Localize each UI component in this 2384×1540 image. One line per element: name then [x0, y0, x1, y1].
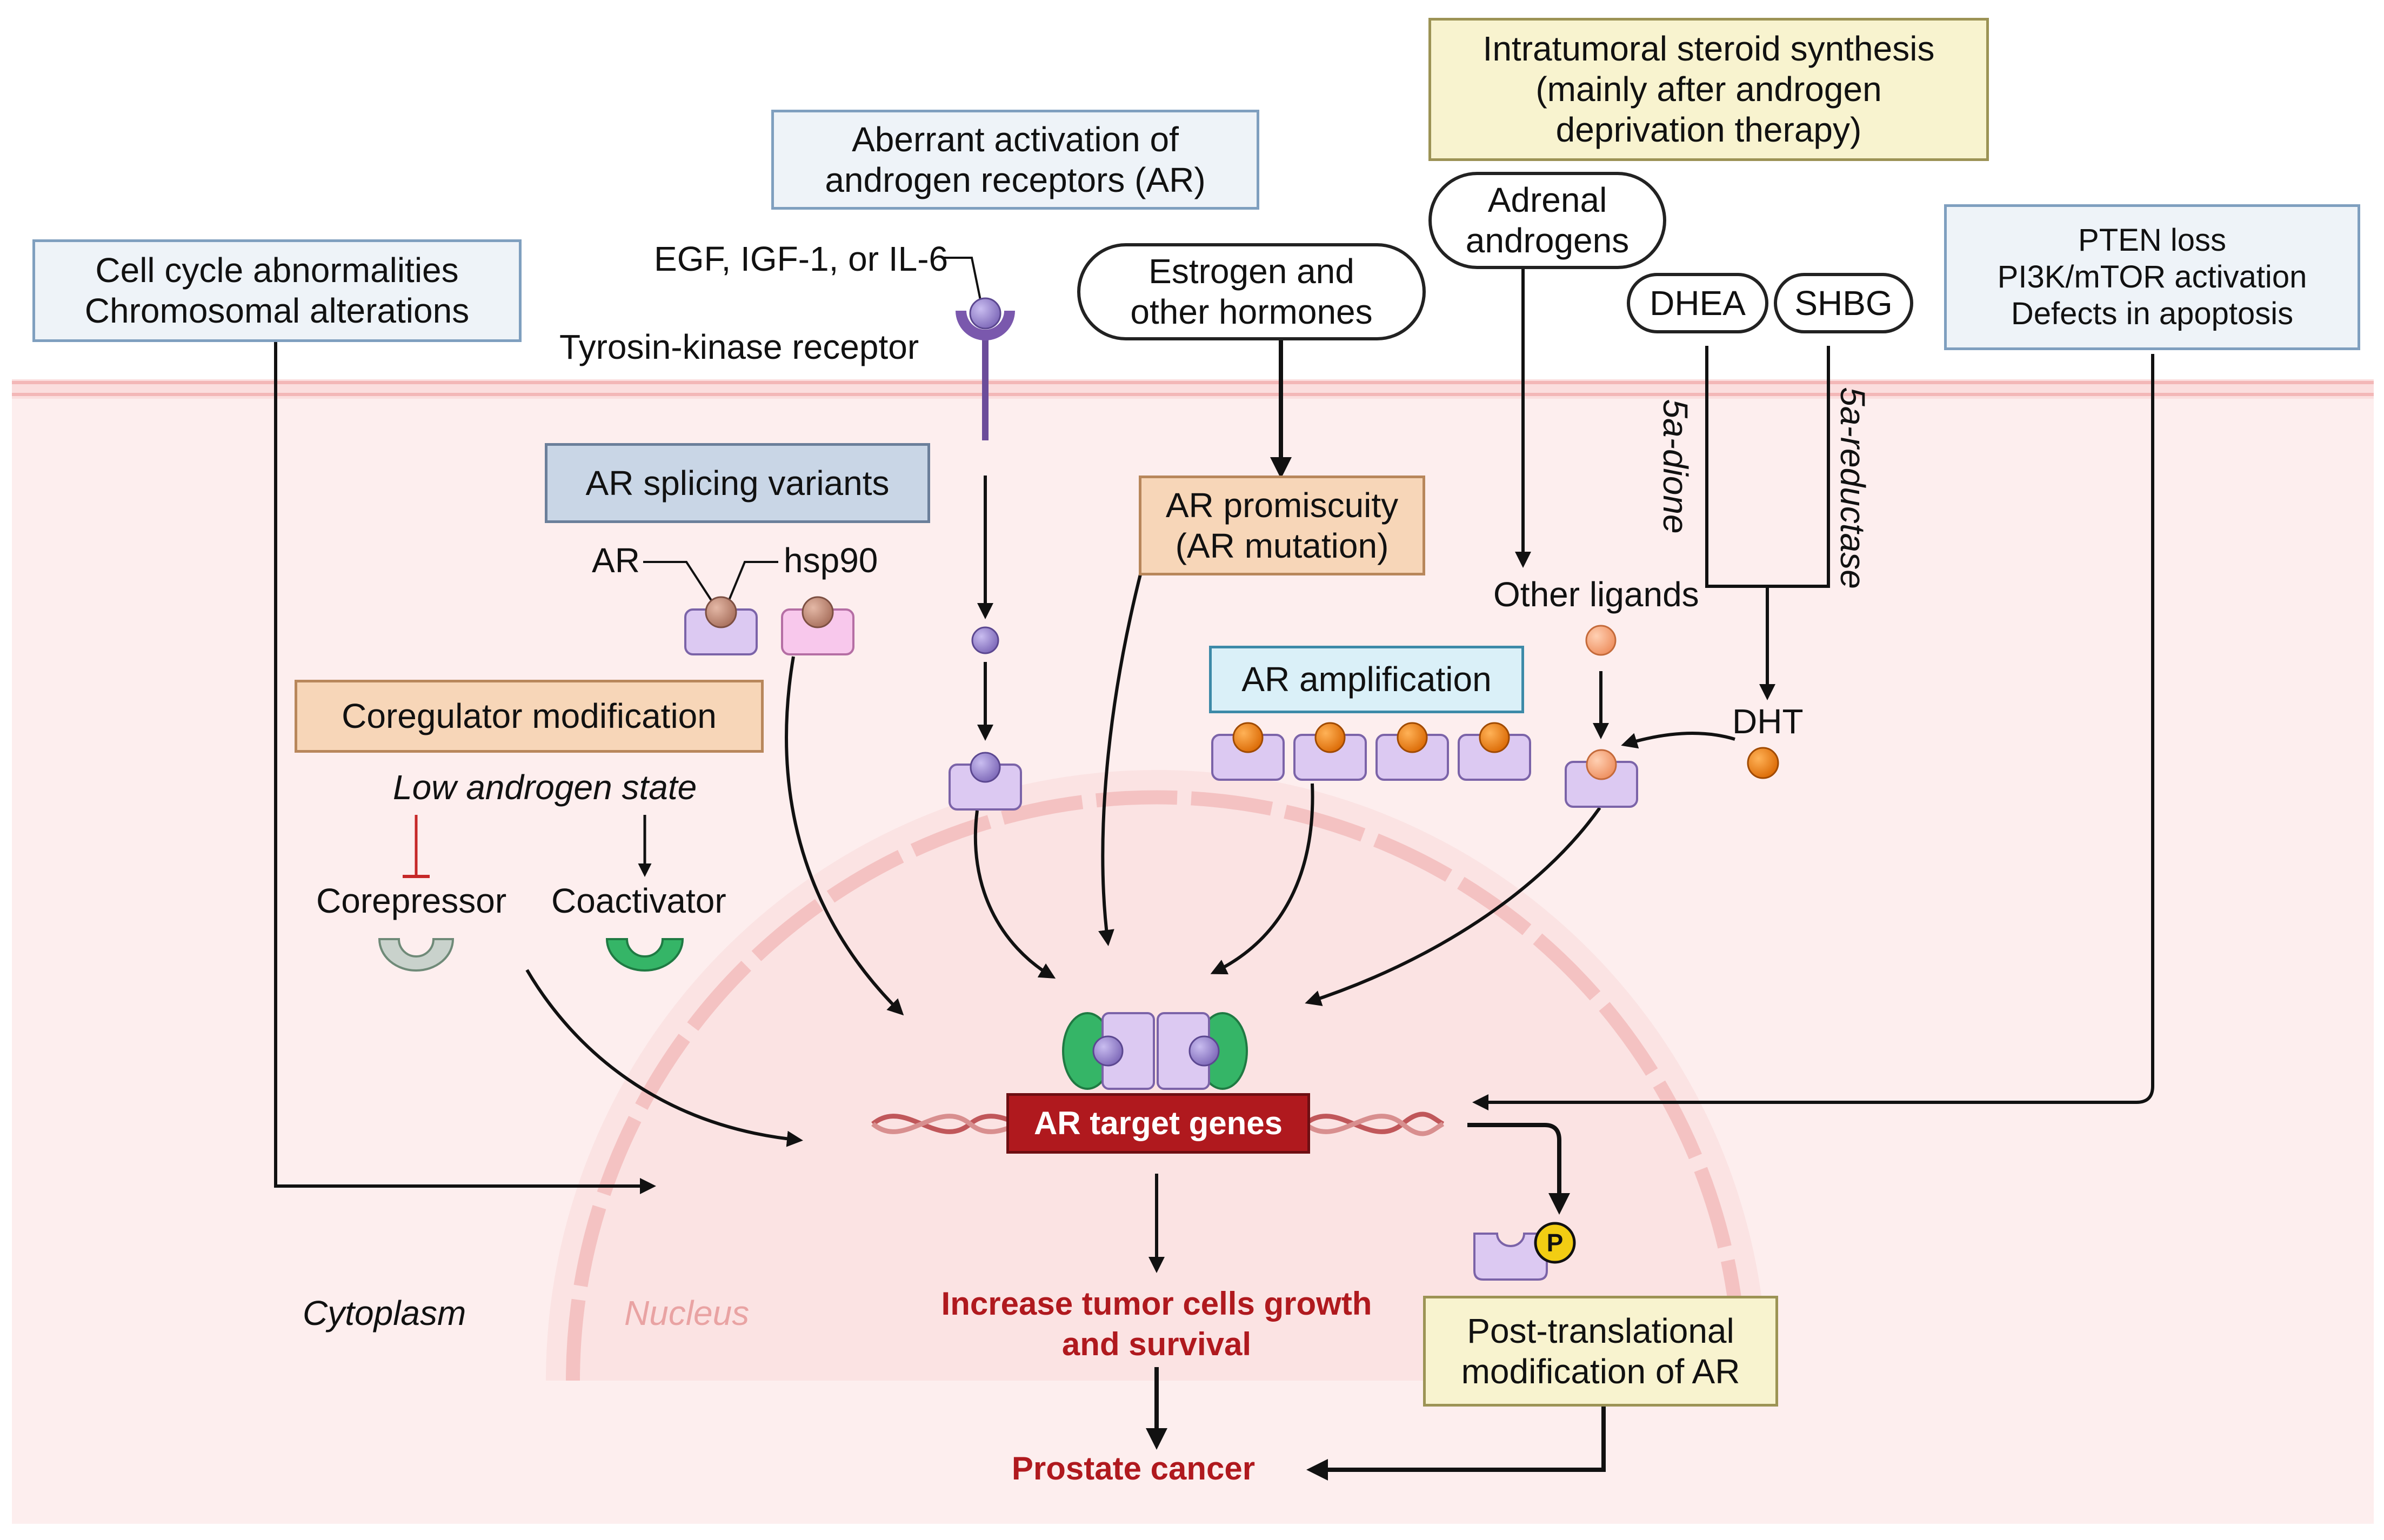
dhea-label: DHEA [1650, 283, 1746, 323]
post-translational-line-2: modification of AR [1461, 1351, 1740, 1391]
label-increase-line-1: Increase tumor cells growth [941, 1285, 1372, 1322]
dna-right-2 [1304, 1114, 1445, 1136]
splicing-label: AR splicing variants [585, 463, 890, 503]
box-target-genes: AR target genes [1006, 1093, 1310, 1154]
dna-right-1 [1304, 1112, 1445, 1134]
promiscuity-line-1: AR promiscuity [1165, 485, 1399, 525]
post-translational-line-1: Post-translational [1467, 1311, 1734, 1350]
arrow-ligand-receptor [1305, 807, 1601, 1006]
estrogen-line-1: Estrogen and [1148, 252, 1354, 291]
ar-receptor-splicing [684, 596, 758, 655]
coregulator-label: Coregulator modification [342, 697, 717, 736]
pten-line-1: PTEN loss [2078, 223, 2226, 258]
label-5a-dione: 5a-dione [1656, 399, 1695, 534]
receptor-other-ligand [1565, 749, 1638, 808]
target-genes-label: AR target genes [1033, 1104, 1283, 1141]
label-cytoplasm: Cytoplasm [303, 1294, 466, 1333]
arrow-pten [1472, 354, 2154, 1110]
ligand-purple-free [971, 626, 999, 654]
label-hsp90: hsp90 [784, 541, 878, 580]
label-egf: EGF, IGF-1, or IL-6 [654, 239, 949, 278]
box-adrenal: Adrenal androgens [1428, 172, 1666, 269]
estrogen-line-2: other hormones [1130, 292, 1373, 331]
label-coactivator: Coactivator [551, 881, 726, 920]
phosphorylated-ar [1473, 1222, 1576, 1281]
coactivator-shape [605, 938, 684, 972]
box-promiscuity: AR promiscuity (AR mutation) [1139, 476, 1425, 575]
label-low-androgen: Low androgen state [393, 768, 697, 807]
pten-line-2: PI3K/mTOR activation [1997, 259, 2307, 295]
corepressor-shape [378, 938, 455, 972]
receptor-growth-factor [949, 752, 1022, 811]
ar-amplified-receptors [1211, 722, 1531, 781]
shbg-label: SHBG [1794, 283, 1893, 323]
cell-cycle-line-1: Cell cycle abnormalities [95, 251, 459, 290]
intratumoral-line-3: deprivation therapy) [1555, 110, 1862, 149]
box-estrogen: Estrogen and other hormones [1077, 243, 1426, 340]
intratumoral-line-2: (mainly after androgen [1535, 70, 1882, 109]
label-ar: AR [592, 541, 640, 580]
label-prostate-cancer: Prostate cancer [1011, 1450, 1256, 1487]
label-other-ligands: Other ligands [1493, 575, 1699, 614]
arrow-amplification [1210, 783, 1314, 975]
adrenal-line-1: Adrenal [1487, 180, 1607, 220]
hsp90-protein [781, 596, 854, 655]
promiscuity-line-2: (AR mutation) [1175, 526, 1389, 565]
aberrant-line-2: androgen receptors (AR) [825, 160, 1206, 199]
tyrosin-kinase-receptor [956, 297, 1015, 440]
label-phospho: P [1546, 1229, 1564, 1257]
pten-line-3: Defects in apoptosis [2011, 296, 2294, 331]
arrow-cell-cycle [274, 340, 656, 1194]
ligand-dht [1747, 747, 1779, 779]
intratumoral-line-1: Intratumoral steroid synthesis [1483, 29, 1935, 69]
box-coregulator: Coregulator modification [295, 680, 764, 753]
box-cell-cycle: Cell cycle abnormalities Chromosomal alt… [32, 239, 522, 342]
label-tyrosin-kinase: Tyrosin-kinase receptor [559, 327, 919, 366]
arrow-post-translational [1467, 1123, 1570, 1215]
leader-hsp90 [726, 561, 778, 606]
leader-egf [941, 257, 982, 303]
aberrant-line-1: Aberrant activation of [852, 119, 1179, 159]
arrow-promiscuity [1098, 570, 1143, 946]
cell-cycle-line-2: Chromosomal alterations [84, 291, 470, 330]
box-amplification: AR amplification [1209, 646, 1524, 713]
box-aberrant: Aberrant activation of androgen receptor… [771, 110, 1259, 210]
nuclear-envelope [566, 790, 1747, 1381]
ligand-peach-free [1585, 625, 1617, 656]
label-increase-line-2: and survival [1061, 1326, 1252, 1362]
box-intratumoral: Intratumoral steroid synthesis (mainly a… [1428, 18, 1989, 161]
ar-dimer-complex [1062, 1012, 1248, 1090]
arrow-corepressor [525, 969, 803, 1147]
box-post-translational: Post-translational modification of AR [1423, 1296, 1778, 1407]
leader-ar [643, 561, 716, 606]
box-pten: PTEN loss PI3K/mTOR activation Defects i… [1944, 204, 2360, 350]
label-nucleus: Nucleus [624, 1294, 750, 1333]
arrow-receptor-3 [973, 810, 1056, 979]
label-dht: DHT [1732, 702, 1804, 741]
adrenal-line-2: androgens [1465, 221, 1630, 260]
arrow-splicing [785, 656, 904, 1016]
arrow-ptm-to-cancer [1306, 1406, 1606, 1481]
box-shbg: SHBG [1774, 273, 1913, 333]
label-corepressor: Corepressor [316, 881, 507, 920]
box-dhea: DHEA [1627, 273, 1768, 333]
label-5a-reductase: 5a-reductase [1833, 387, 1872, 589]
amplification-label: AR amplification [1241, 660, 1492, 699]
arrow-dht [1621, 732, 1735, 749]
box-splicing: AR splicing variants [545, 443, 930, 523]
